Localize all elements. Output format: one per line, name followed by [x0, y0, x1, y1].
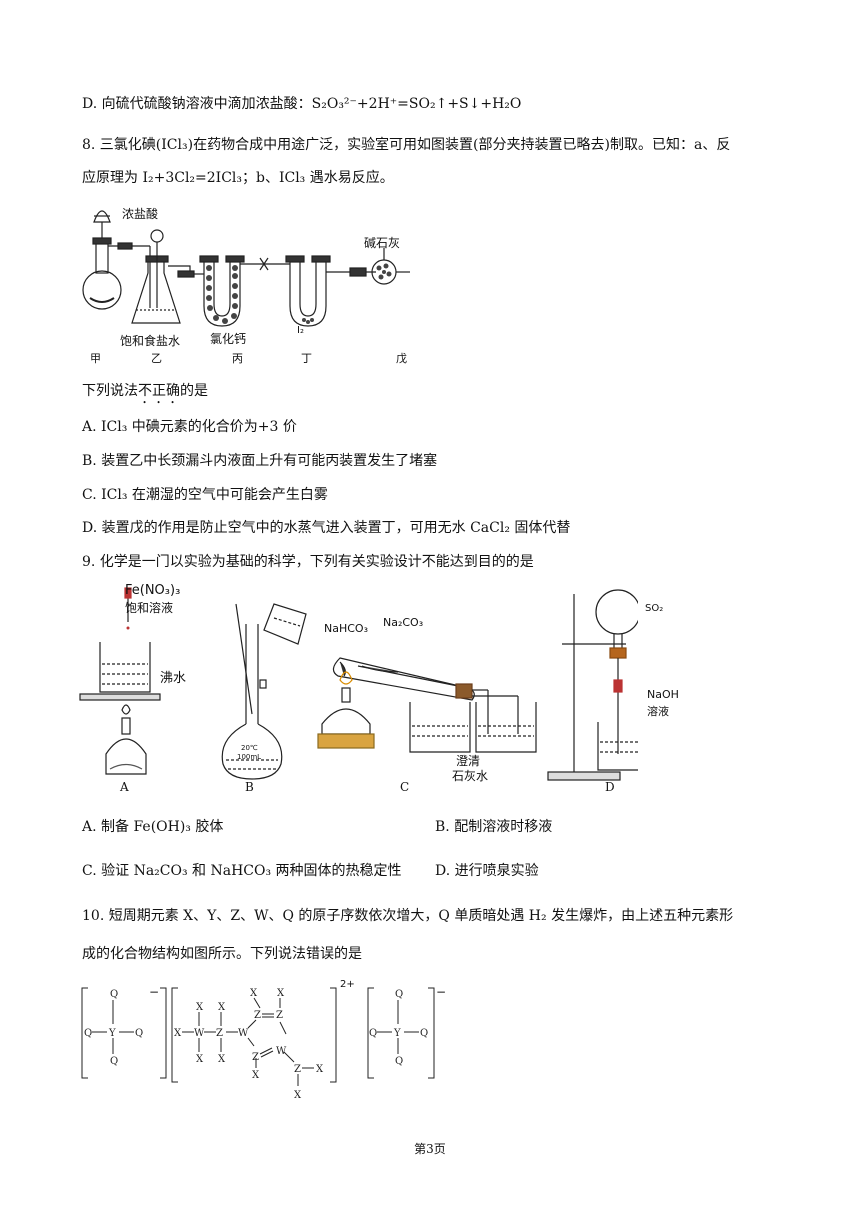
label-temperature: 20℃ — [241, 744, 258, 752]
svg-text:X: X — [250, 988, 258, 999]
label-ding: 丁 — [301, 352, 312, 365]
q9-caption-d: D — [605, 780, 615, 794]
svg-text:Q: Q — [369, 1028, 377, 1039]
svg-text:W: W — [238, 1028, 249, 1039]
q9-stem: 9. 化学是一门以实验为基础的科学，下列有关实验设计不能达到目的的是 — [82, 554, 534, 570]
svg-text:X: X — [218, 1002, 226, 1013]
svg-text:Q: Q — [110, 1056, 118, 1067]
q9-caption-a: A — [120, 780, 129, 794]
svg-text:X: X — [277, 988, 285, 999]
svg-text:Q: Q — [395, 1056, 403, 1067]
q8-stem-line1: 8. 三氯化碘(ICl₃)在药物合成中用途广泛，实验室可用如图装置(部分夹持装置… — [82, 137, 731, 153]
q9-option-b: B. 配制溶液时移液 — [435, 819, 553, 835]
q9-option-d: D. 进行喷泉实验 — [435, 863, 539, 879]
svg-text:Y: Y — [108, 1028, 116, 1039]
q8-option-b: B. 装置乙中长颈漏斗内液面上升有可能丙装置发生了堵塞 — [82, 453, 438, 469]
svg-text:Q: Q — [395, 989, 403, 1000]
label-so2: SO₂ — [645, 603, 664, 614]
q9-caption-c: C — [400, 780, 410, 794]
svg-text:X: X — [218, 1054, 226, 1065]
svg-text:Z: Z — [276, 1010, 283, 1021]
label-soda-lime: 碱石灰 — [364, 236, 401, 250]
q9-option-c: C. 验证 Na₂CO₃ 和 NaHCO₃ 两种固体的热稳定性 — [82, 863, 402, 879]
label-wu: 戊 — [396, 352, 407, 365]
label-jia: 甲 — [90, 352, 101, 365]
svg-text:Z: Z — [252, 1052, 259, 1063]
q9-option-a: A. 制备 Fe(OH)₃ 胶体 — [82, 819, 224, 835]
q8-question-prefix: 下列说法 — [82, 383, 138, 399]
svg-text:Q: Q — [135, 1028, 143, 1039]
label-saturated-solution: 饱和溶液 — [125, 601, 174, 615]
label-limewater-2: 石灰水 — [452, 769, 489, 783]
svg-text:X: X — [316, 1064, 324, 1075]
svg-text:W: W — [194, 1028, 205, 1039]
label-brine: 饱和食盐水 — [120, 334, 181, 348]
label-yi: 乙 — [151, 352, 162, 365]
label-boiling-water: 沸水 — [160, 671, 187, 686]
label-bing: 丙 — [232, 352, 243, 365]
svg-text:X: X — [174, 1028, 182, 1039]
svg-text:X: X — [294, 1090, 302, 1101]
svg-text:X: X — [196, 1054, 204, 1065]
svg-text:Z: Z — [254, 1010, 261, 1021]
label-volume: 100mL — [237, 753, 262, 761]
charge-left-anion: − — [149, 985, 160, 999]
q8-option-a: A. ICl₃ 中碘元素的化合价为+3 价 — [82, 419, 297, 435]
q10-structure-figure: Q Q Y Q Q Q Q Y Q Q X W Z W X X X X Z Z … — [80, 982, 460, 1104]
label-fe-no3: Fe(NO₃)₃ — [125, 583, 181, 598]
svg-text:X: X — [252, 1070, 260, 1081]
charge-right-anion: − — [436, 985, 447, 999]
q10-stem-line2: 成的化合物结构如图所示。下列说法错误的是 — [82, 946, 362, 962]
q9-caption-b: B — [245, 780, 254, 794]
label-cacl2: 氯化钙 — [210, 332, 247, 346]
label-naoh: NaOH — [647, 688, 679, 701]
q8-option-d: D. 装置戊的作用是防止空气中的水蒸气进入装置丁，可用无水 CaCl₂ 固体代替 — [82, 520, 571, 536]
label-na2co3: Na₂CO₃ — [383, 616, 424, 629]
svg-text:W: W — [276, 1046, 287, 1057]
q7-option-d-equation: S₂O₃²⁻+2H⁺=SO₂↑+S↓+H₂O — [311, 96, 522, 112]
label-conc-hcl: 浓盐酸 — [122, 207, 159, 221]
q8-question-emphasis: 不正确 — [138, 383, 180, 399]
svg-text:Y: Y — [393, 1028, 401, 1039]
label-nahco3: NaHCO₃ — [324, 622, 368, 635]
svg-text:X: X — [196, 1002, 204, 1013]
label-naoh-solution: 溶液 — [647, 705, 669, 718]
q8-stem-line2: 应原理为 I₂+3Cl₂=2ICl₃；b、ICl₃ 遇水易反应。 — [82, 170, 394, 186]
q8-apparatus-figure — [80, 198, 420, 363]
page-number: 第3页 — [414, 1142, 446, 1156]
q7-option-d: D. 向硫代硫酸钠溶液中滴加浓盐酸：S₂O₃²⁻+2H⁺=SO₂↑+S↓+H₂O — [82, 94, 521, 114]
q8-question: 下列说法不正确的是 — [82, 381, 208, 407]
svg-text:Q: Q — [84, 1028, 92, 1039]
charge-cation: 2+ — [340, 979, 355, 990]
q7-option-d-text: D. 向硫代硫酸钠溶液中滴加浓盐酸： — [82, 96, 312, 112]
svg-text:Q: Q — [420, 1028, 428, 1039]
svg-text:Z: Z — [216, 1028, 223, 1039]
svg-text:Z: Z — [294, 1064, 301, 1075]
struct-left-q-top: Q — [110, 989, 118, 1000]
label-iodine: I₂ — [297, 325, 304, 336]
label-limewater-1: 澄清 — [456, 754, 481, 768]
q8-option-c: C. ICl₃ 在潮湿的空气中可能会产生白雾 — [82, 487, 328, 503]
q10-stem-line1: 10. 短周期元素 X、Y、Z、W、Q 的原子序数依次增大，Q 单质暗处遇 H₂… — [82, 908, 734, 924]
q8-question-suffix: 的是 — [180, 383, 208, 399]
